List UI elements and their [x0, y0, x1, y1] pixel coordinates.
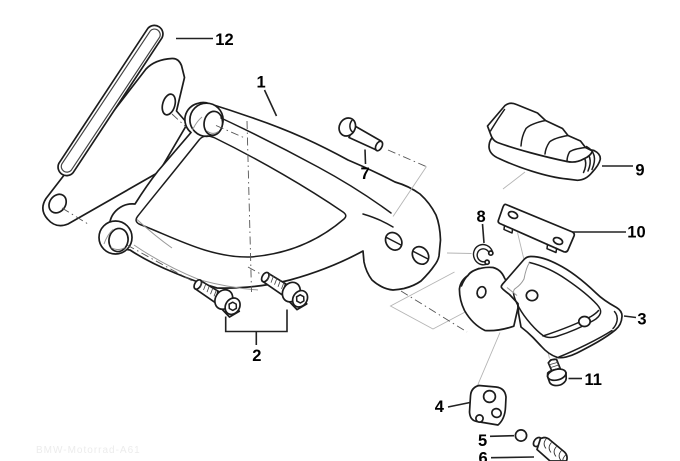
svg-text:3: 3: [637, 310, 646, 328]
svg-text:12: 12: [215, 31, 233, 49]
svg-text:4: 4: [435, 398, 445, 416]
svg-text:5: 5: [478, 432, 487, 450]
svg-text:6: 6: [479, 449, 488, 461]
svg-text:11: 11: [585, 371, 602, 389]
svg-text:BMW-Motorrad-A61: BMW-Motorrad-A61: [36, 445, 141, 456]
svg-text:10: 10: [627, 223, 645, 241]
svg-text:9: 9: [635, 161, 644, 179]
svg-text:7: 7: [361, 165, 370, 183]
svg-text:1: 1: [257, 73, 266, 91]
svg-text:2: 2: [252, 347, 261, 365]
svg-text:8: 8: [477, 208, 486, 226]
